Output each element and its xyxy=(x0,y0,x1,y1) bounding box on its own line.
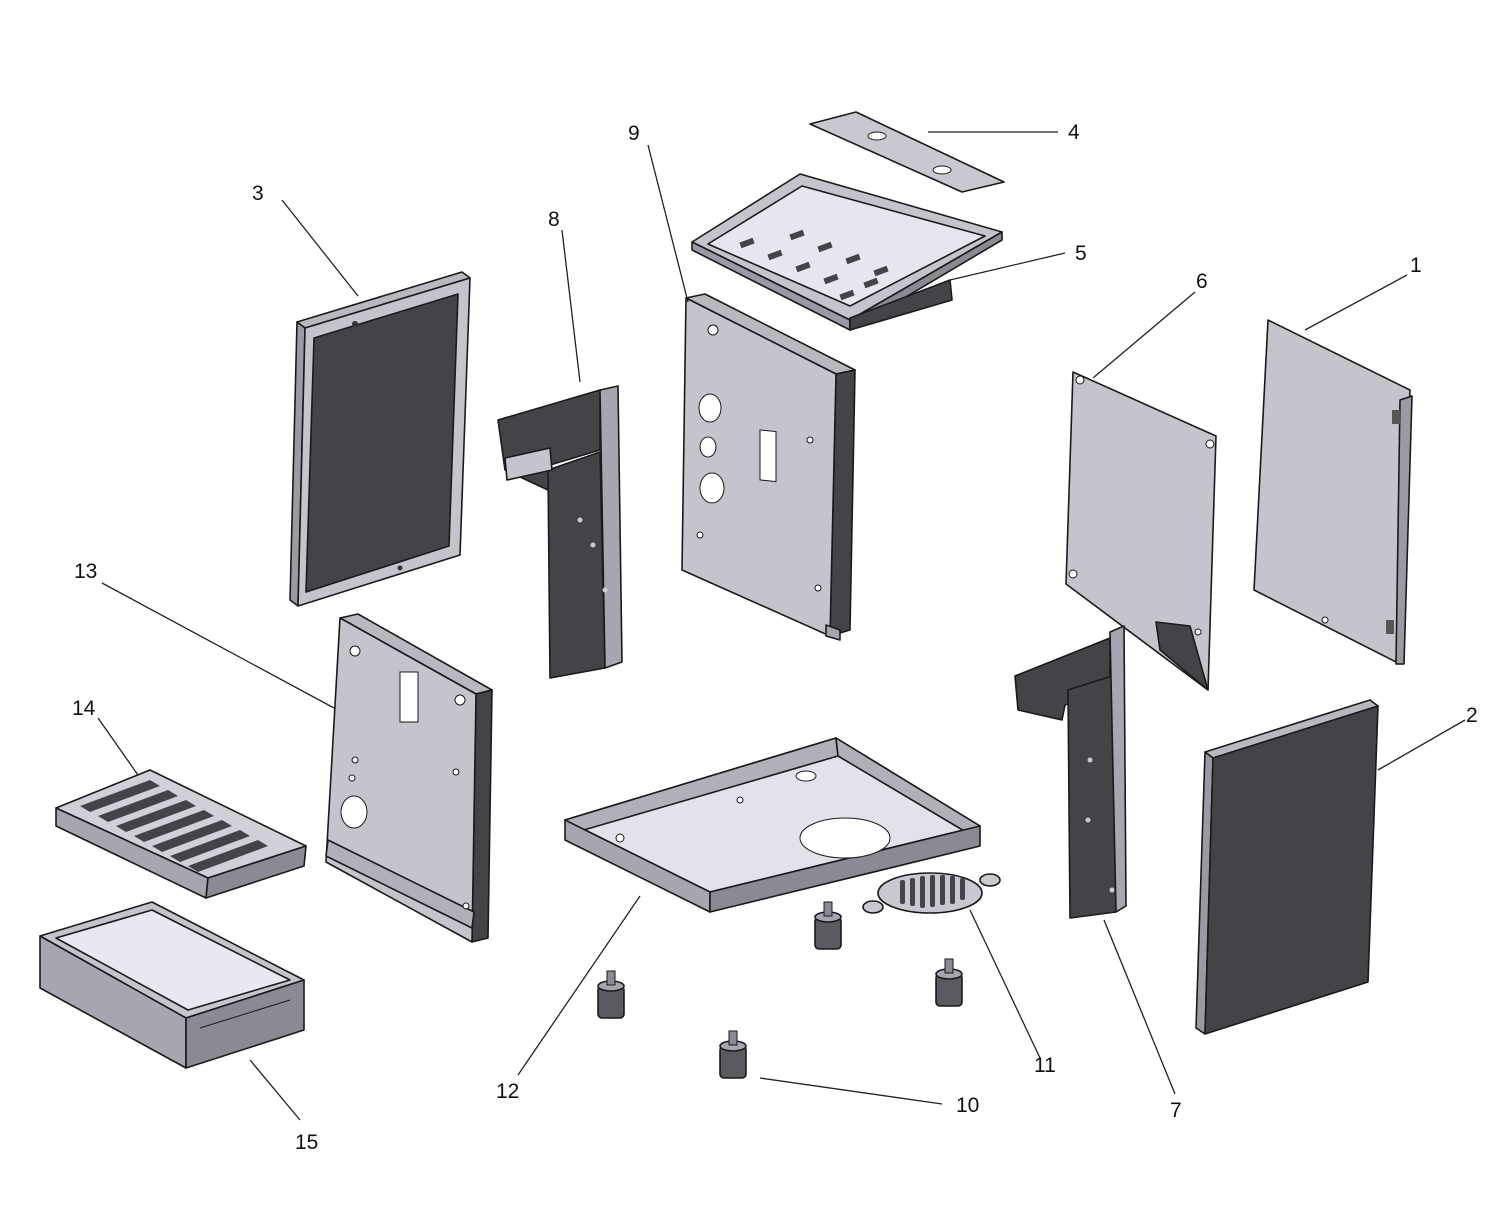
foot-1 xyxy=(814,901,842,950)
part-labels: 1 2 3 4 5 6 7 8 9 10 11 12 13 14 15 xyxy=(72,121,1478,1154)
part-9-internal-plate xyxy=(681,293,856,641)
part-11-strainer xyxy=(862,872,1001,914)
label-part-8: 8 xyxy=(548,208,560,231)
part-12-base-tray xyxy=(564,737,981,913)
foot-2 xyxy=(597,970,625,1019)
label-part-9: 9 xyxy=(628,122,640,145)
label-part-5: 5 xyxy=(1075,242,1087,265)
label-part-14: 14 xyxy=(72,697,96,720)
label-part-15: 15 xyxy=(295,1131,318,1154)
part-8-left-bracket xyxy=(497,385,623,679)
part-2-front-door-panel xyxy=(1195,699,1379,1035)
label-part-11: 11 xyxy=(1034,1054,1056,1077)
label-part-10: 10 xyxy=(956,1094,979,1117)
part-5-top-tray xyxy=(691,173,1003,331)
foot-3 xyxy=(935,958,963,1007)
label-part-3: 3 xyxy=(252,182,264,205)
part-7-right-bracket xyxy=(1014,625,1127,919)
label-part-13: 13 xyxy=(74,560,97,583)
foot-4 xyxy=(719,1030,747,1079)
label-part-7: 7 xyxy=(1170,1099,1182,1122)
part-15-drip-box xyxy=(39,901,305,1069)
part-4-top-plate xyxy=(809,111,1005,193)
label-part-2: 2 xyxy=(1466,704,1478,727)
part-1-right-outer-panel xyxy=(1253,319,1413,665)
part-10-feet xyxy=(597,901,963,1079)
part-14-drip-grille xyxy=(55,769,307,899)
part-3-left-side-panel xyxy=(289,271,471,607)
label-part-4: 4 xyxy=(1068,121,1080,144)
part-6-right-plate xyxy=(1065,371,1217,691)
part-13-front-plate xyxy=(325,613,493,943)
label-part-6: 6 xyxy=(1196,270,1208,293)
leader-lines xyxy=(97,131,1466,1121)
label-part-12: 12 xyxy=(496,1080,519,1103)
label-part-1: 1 xyxy=(1410,254,1422,277)
